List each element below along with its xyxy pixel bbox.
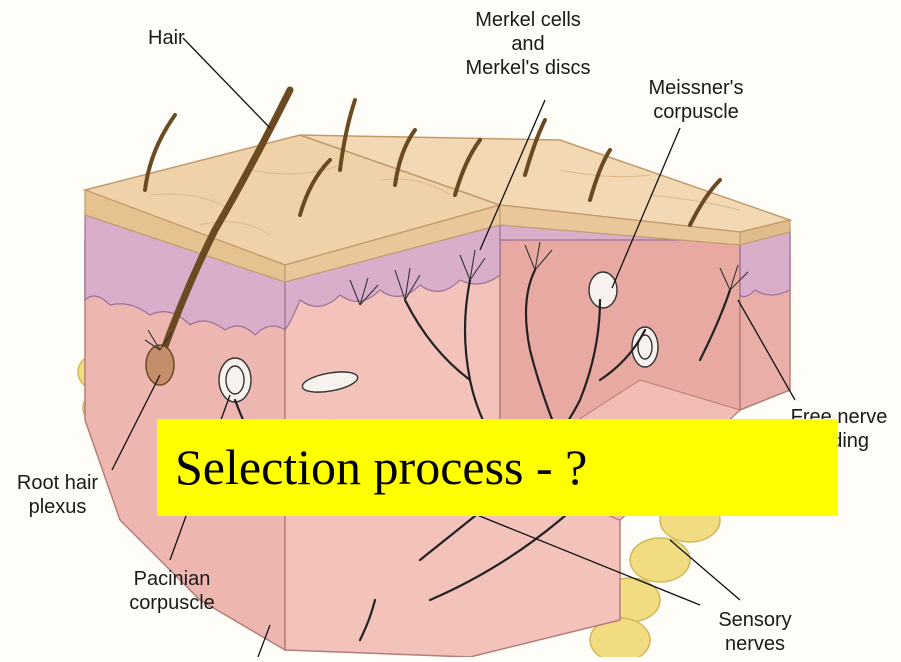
label-hair-text: Hair: [148, 26, 185, 50]
label-merkel-line3: Merkel's discs: [448, 56, 608, 80]
label-root-hair-line2: plexus: [0, 495, 115, 519]
label-root-hair: Root hair plexus: [0, 471, 115, 519]
label-sensory-line2: nerves: [700, 632, 810, 656]
hair-follicle: [146, 345, 174, 385]
label-pacinian-line2: corpuscle: [112, 591, 232, 615]
label-meissner-line2: corpuscle: [636, 100, 756, 124]
label-pacinian: Pacinian corpuscle: [112, 567, 232, 615]
selection-banner: Selection process - ?: [157, 419, 838, 516]
label-meissner-line1: Meissner's: [636, 76, 756, 100]
label-merkel: Merkel cells and Merkel's discs: [448, 8, 608, 80]
label-merkel-line2: and: [448, 32, 608, 56]
label-sensory-line1: Sensory: [700, 608, 810, 632]
label-meissner: Meissner's corpuscle: [636, 76, 756, 124]
label-pacinian-line1: Pacinian: [112, 567, 232, 591]
banner-text: Selection process - ?: [175, 437, 587, 497]
label-merkel-line1: Merkel cells: [448, 8, 608, 32]
label-root-hair-line1: Root hair: [0, 471, 115, 495]
label-hair: Hair: [148, 26, 185, 50]
label-sensory: Sensory nerves: [700, 608, 810, 656]
